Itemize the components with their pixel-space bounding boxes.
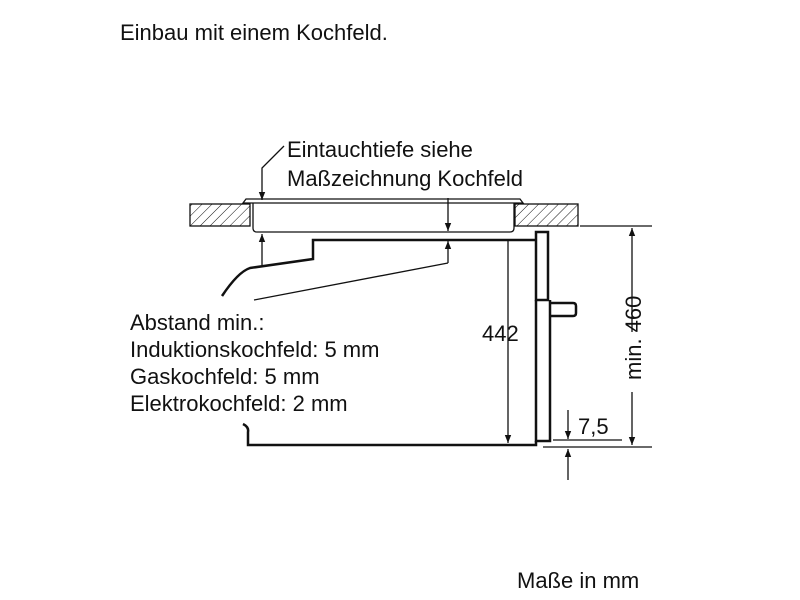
clearance-electric: Elektrokochfeld: 2 mm [130,391,348,416]
dim-bottom-gap: 7,5 [578,414,609,439]
clearance-gas: Gaskochfeld: 5 mm [130,364,320,389]
worktop-left [189,203,251,227]
dim-niche-height: min. 460 [621,296,646,380]
oven-front-door [534,300,552,443]
clearance-induction: Induktionskochfeld: 5 mm [130,337,379,362]
worktop-right [514,203,579,227]
hob-note-line1: Eintauchtiefe siehe [287,137,473,162]
dim-oven-height: 442 [482,321,519,346]
hob-note-line2: Maßzeichnung Kochfeld [287,166,523,191]
oven-handle [550,301,578,318]
hob-body [252,203,515,233]
hob-flange [241,198,525,204]
oven-top-outline [220,238,536,297]
hob-note-leader [258,145,285,200]
clearance-leader [253,262,449,301]
diagram-title: Einbau mit einem Kochfeld. [120,20,388,45]
units-note: Maße in mm [517,568,639,593]
oven-bottom-outline [242,422,538,447]
clearance-heading: Abstand min.: [130,310,265,335]
oven-front-upper [534,230,550,302]
